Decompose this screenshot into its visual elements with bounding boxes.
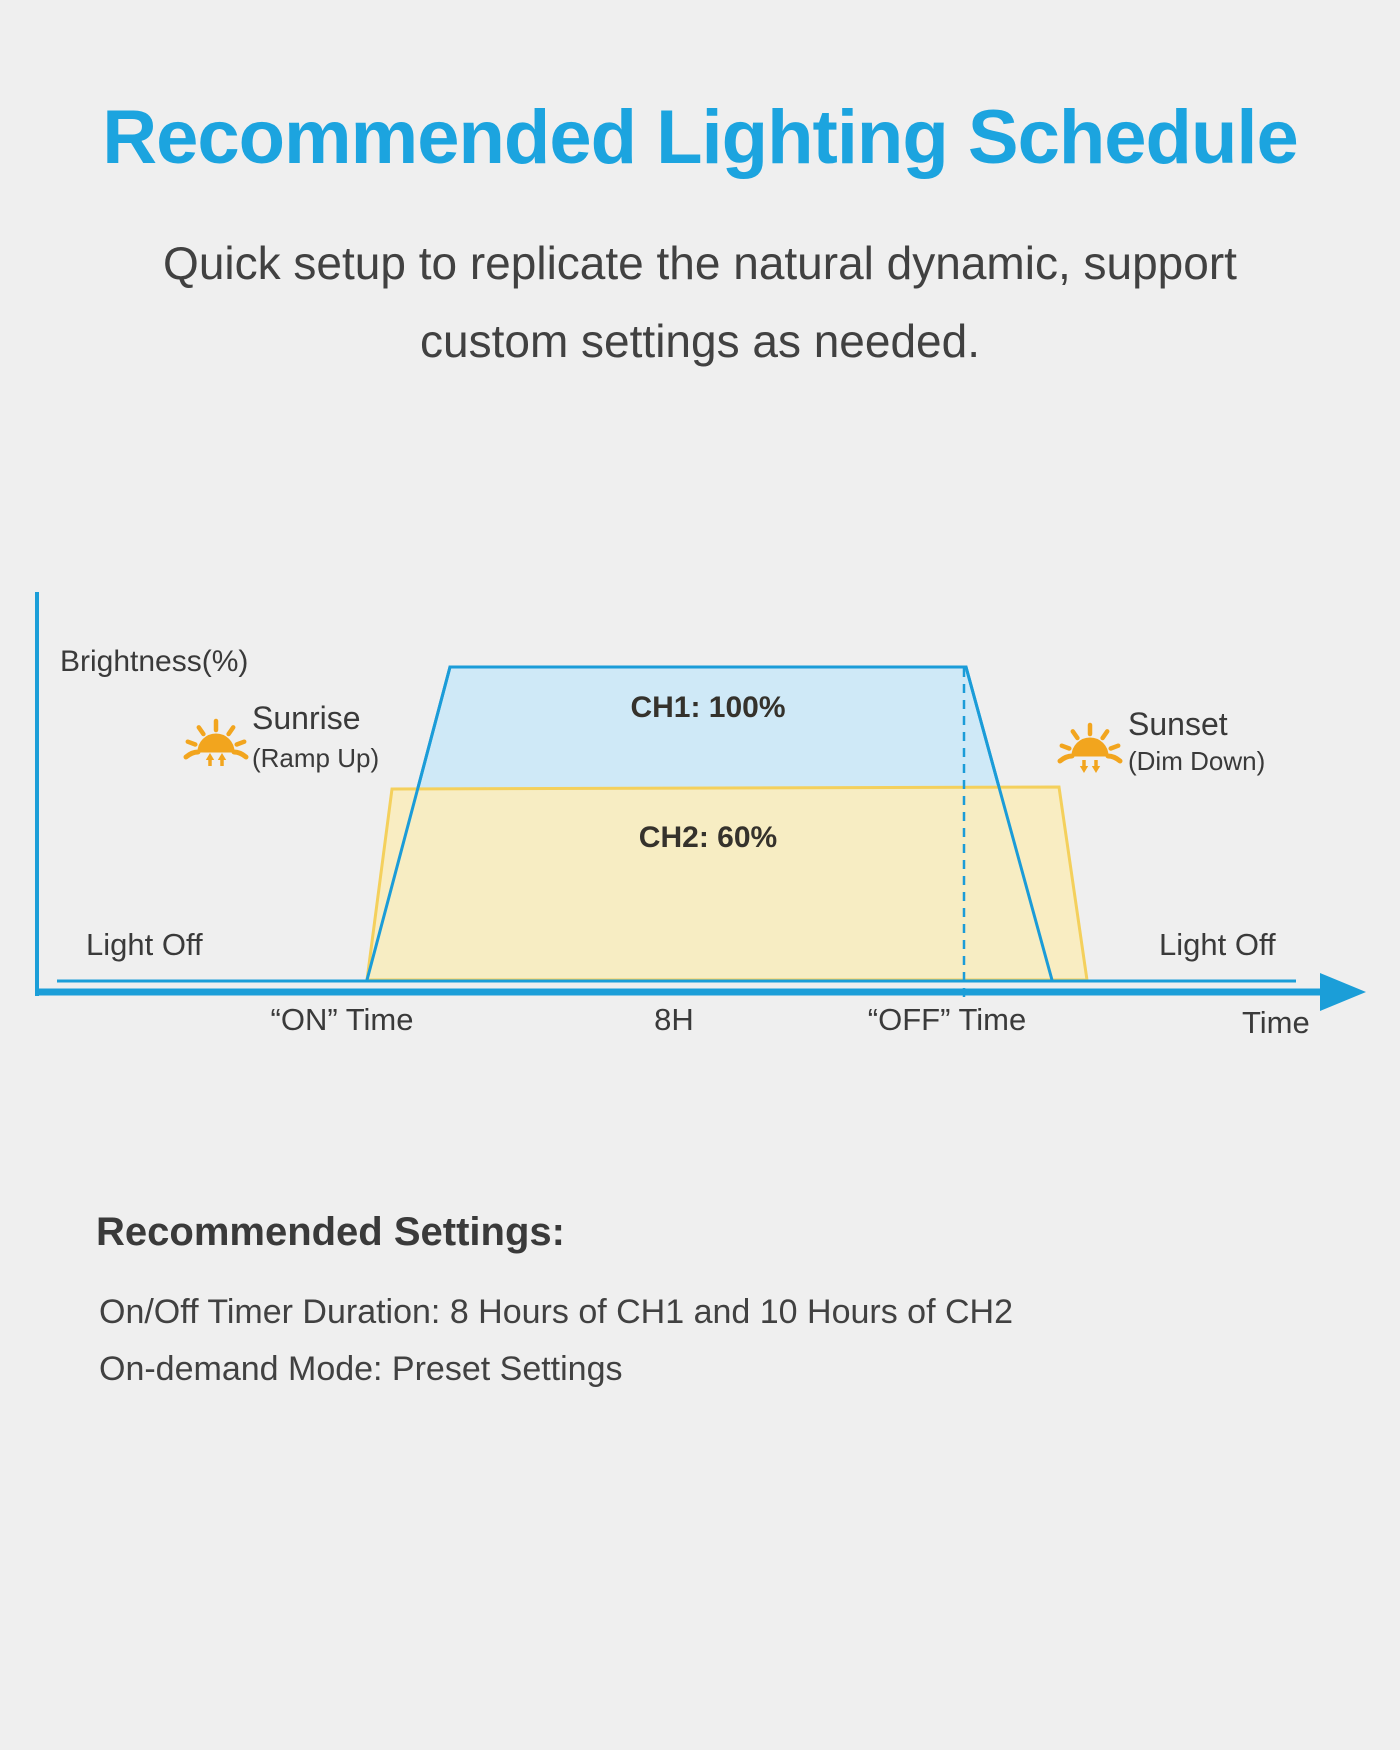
light-off-label-left: Light Off [86, 927, 203, 962]
page-title: Recommended Lighting Schedule [102, 95, 1299, 180]
sunrise-label: Sunrise [252, 700, 361, 736]
ch2-area [365, 785, 1089, 982]
sunset-label: Sunset [1128, 706, 1228, 742]
subtitle-line-1: Quick setup to replicate the natural dyn… [163, 237, 1237, 289]
tick-8h: 8H [654, 1002, 694, 1037]
x-axis-arrow-icon [1320, 973, 1366, 1011]
light-off-label-right: Light Off [1159, 927, 1276, 962]
ch2-value-label: CH2: 60% [638, 821, 778, 854]
sunrise-icon [183, 718, 249, 766]
subtitle-line-2: custom settings as needed. [420, 315, 980, 367]
y-axis-label: Brightness(%) [60, 645, 249, 678]
settings-line-1: On/Off Timer Duration: 8 Hours of CH1 an… [99, 1293, 1013, 1331]
sunset-icon [1057, 722, 1123, 773]
ch1-outline [365, 665, 1054, 981]
ch1-value-label: CH1: 100% [630, 691, 786, 724]
tick-off-time: “OFF” Time [867, 1002, 1027, 1037]
lighting-schedule-chart [35, 592, 1366, 1011]
page-subtitle: Quick setup to replicate the natural dyn… [50, 224, 1350, 380]
settings-heading: Recommended Settings: [96, 1210, 565, 1254]
sunset-sublabel: (Dim Down) [1128, 746, 1266, 776]
tick-on-time: “ON” Time [270, 1002, 414, 1037]
settings-line-2: On-demand Mode: Preset Settings [99, 1350, 623, 1388]
x-axis-label: Time [1242, 1005, 1310, 1040]
sunrise-sublabel: (Ramp Up) [252, 743, 380, 773]
